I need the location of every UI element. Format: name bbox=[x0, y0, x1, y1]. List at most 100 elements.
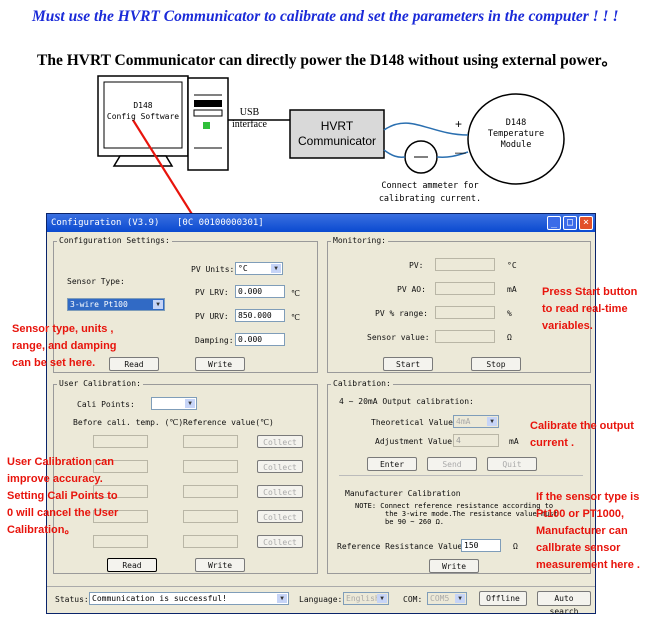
pv-lrv-input[interactable]: 0.000 bbox=[235, 285, 285, 298]
collect-button-1[interactable]: Collect bbox=[257, 435, 303, 448]
calibration-label: Calibration: bbox=[331, 379, 393, 388]
user-cal-read-button[interactable]: Read bbox=[107, 558, 157, 572]
divider bbox=[339, 475, 583, 476]
note-line-3: be 90 ~ 260 Ω. bbox=[385, 518, 445, 526]
plus-sign: + bbox=[455, 117, 463, 131]
module-label-line3: Module bbox=[500, 140, 532, 150]
before-cali-field-1 bbox=[93, 435, 148, 448]
sensor-type-label: Sensor Type: bbox=[67, 277, 125, 286]
reference-field-2 bbox=[183, 460, 238, 473]
power-note: The HVRT Communicator can directly power… bbox=[37, 52, 617, 69]
collect-button-3[interactable]: Collect bbox=[257, 485, 303, 498]
before-cali-header: Before cali. temp. (℃) bbox=[73, 418, 184, 427]
start-button[interactable]: Start bbox=[383, 357, 433, 371]
stop-button[interactable]: Stop bbox=[471, 357, 521, 371]
pv-readout bbox=[435, 258, 495, 271]
minimize-button[interactable]: _ bbox=[547, 216, 561, 230]
pv-ao-unit: mA bbox=[507, 285, 517, 294]
user-calibration-group bbox=[53, 384, 318, 574]
usb-label-line2: interface bbox=[232, 119, 267, 130]
chevron-down-icon: ▼ bbox=[377, 594, 387, 603]
collect-button-2[interactable]: Collect bbox=[257, 460, 303, 473]
adjustment-value-input[interactable]: 4 bbox=[453, 434, 499, 447]
configuration-settings-label: Configuration Settings: bbox=[57, 236, 172, 245]
pv-range-label: PV % range: bbox=[375, 309, 428, 318]
reference-resistance-label: Reference Resistance Value: bbox=[337, 542, 468, 551]
communicator-label-line2: Communicator bbox=[297, 134, 377, 148]
annotation-sensor-settings: Sensor type, units , range, and damping … bbox=[12, 323, 117, 369]
auto-search-button[interactable]: Auto search bbox=[537, 591, 591, 616]
send-button[interactable]: Send bbox=[427, 457, 477, 471]
ammeter-note-line2: calibrating current. bbox=[378, 194, 482, 204]
title-bar[interactable]: Configuration (V3.9) [0C 00100000301] _ … bbox=[47, 214, 595, 232]
monitoring-group bbox=[327, 241, 591, 373]
adjustment-unit: mA bbox=[509, 437, 519, 446]
config-read-button[interactable]: Read bbox=[109, 357, 159, 371]
reference-resistance-input[interactable]: 150 bbox=[461, 539, 501, 552]
pv-label: PV: bbox=[409, 261, 424, 270]
warning-text: Must use the HVRT Communicator to calibr… bbox=[32, 8, 619, 25]
pv-urv-label: PV URV: bbox=[195, 312, 229, 321]
sensor-value-label: Sensor value: bbox=[367, 333, 430, 342]
language-select[interactable]: English ▼ bbox=[343, 592, 389, 605]
pv-ao-label: PV AO: bbox=[397, 285, 426, 294]
offline-button[interactable]: Offline bbox=[479, 591, 527, 606]
minus-sign: — bbox=[455, 147, 466, 159]
cali-points-select[interactable]: ▼ bbox=[151, 397, 197, 410]
reference-resistance-unit: Ω bbox=[513, 542, 518, 551]
diagram-lines bbox=[97, 75, 565, 215]
manufacturer-write-button[interactable]: Write bbox=[429, 559, 479, 573]
configuration-settings-group bbox=[53, 241, 318, 373]
config-write-button[interactable]: Write bbox=[195, 357, 245, 371]
pv-units-label: PV Units: bbox=[191, 265, 235, 274]
pv-urv-unit: ℃ bbox=[291, 313, 300, 322]
theoretical-value-label: Theoretical Value: bbox=[371, 418, 458, 427]
close-button[interactable]: × bbox=[579, 216, 593, 230]
annotation-manufacturer-calibration: If the sensor type is Pt100 or PT1000, M… bbox=[536, 491, 640, 571]
device-serial: [0C 00100000301] bbox=[177, 218, 264, 228]
pv-unit: °C bbox=[507, 261, 517, 270]
note-line-2: the 3-wire mode.The resistance value mus… bbox=[385, 510, 558, 518]
pv-units-select[interactable]: °C ▼ bbox=[235, 262, 283, 275]
reference-field-3 bbox=[183, 485, 238, 498]
quit-button[interactable]: Quit bbox=[487, 457, 537, 471]
reference-field-4 bbox=[183, 510, 238, 523]
pv-range-unit: % bbox=[507, 309, 512, 318]
monitoring-label: Monitoring: bbox=[331, 236, 388, 245]
collect-button-4[interactable]: Collect bbox=[257, 510, 303, 523]
user-calibration-label: User Calibration: bbox=[57, 379, 143, 388]
adjustment-value-label: Adjustment Value: bbox=[375, 437, 457, 446]
window-title: Configuration (V3.9) bbox=[51, 218, 160, 228]
com-select[interactable]: COM5 ▼ bbox=[427, 592, 467, 605]
chevron-down-icon: ▼ bbox=[455, 594, 465, 603]
pc-label-line2: Config Software bbox=[106, 112, 180, 121]
collect-button-5[interactable]: Collect bbox=[257, 535, 303, 548]
chevron-down-icon: ▼ bbox=[153, 300, 163, 309]
annotation-user-calibration: User Calibration can improve accuracy. S… bbox=[7, 456, 119, 536]
reference-value-header: Reference value(℃) bbox=[183, 418, 274, 427]
sensor-value-unit: Ω bbox=[507, 333, 512, 342]
pv-ao-readout bbox=[435, 282, 495, 295]
chevron-down-icon: ▼ bbox=[487, 417, 497, 426]
reference-field-5 bbox=[183, 535, 238, 548]
pv-urv-input[interactable]: 850.000 bbox=[235, 309, 285, 322]
before-cali-field-4 bbox=[93, 510, 148, 523]
chevron-down-icon: ▼ bbox=[185, 399, 195, 408]
damping-label: Damping: bbox=[195, 336, 234, 345]
maximize-button[interactable]: □ bbox=[563, 216, 577, 230]
status-dropdown[interactable]: Communication is successful! ▼ bbox=[89, 592, 289, 605]
sensor-type-select[interactable]: 3-wire Pt100 ▼ bbox=[67, 298, 165, 311]
calibration-group bbox=[327, 384, 591, 574]
reference-field-1 bbox=[183, 435, 238, 448]
theoretical-value-select[interactable]: 4mA ▼ bbox=[453, 415, 499, 428]
before-cali-field-2 bbox=[93, 460, 148, 473]
enter-button[interactable]: Enter bbox=[367, 457, 417, 471]
chevron-down-icon: ▼ bbox=[277, 594, 287, 603]
manufacturer-calibration-title: Manufacturer Calibration bbox=[345, 489, 461, 498]
cali-points-label: Cali Points: bbox=[77, 400, 135, 409]
user-cal-write-button[interactable]: Write bbox=[195, 558, 245, 572]
damping-input[interactable]: 0.000 bbox=[235, 333, 285, 346]
module-label-line1: D148 bbox=[505, 118, 527, 128]
status-divider bbox=[47, 586, 595, 587]
com-label: COM: bbox=[403, 595, 423, 604]
